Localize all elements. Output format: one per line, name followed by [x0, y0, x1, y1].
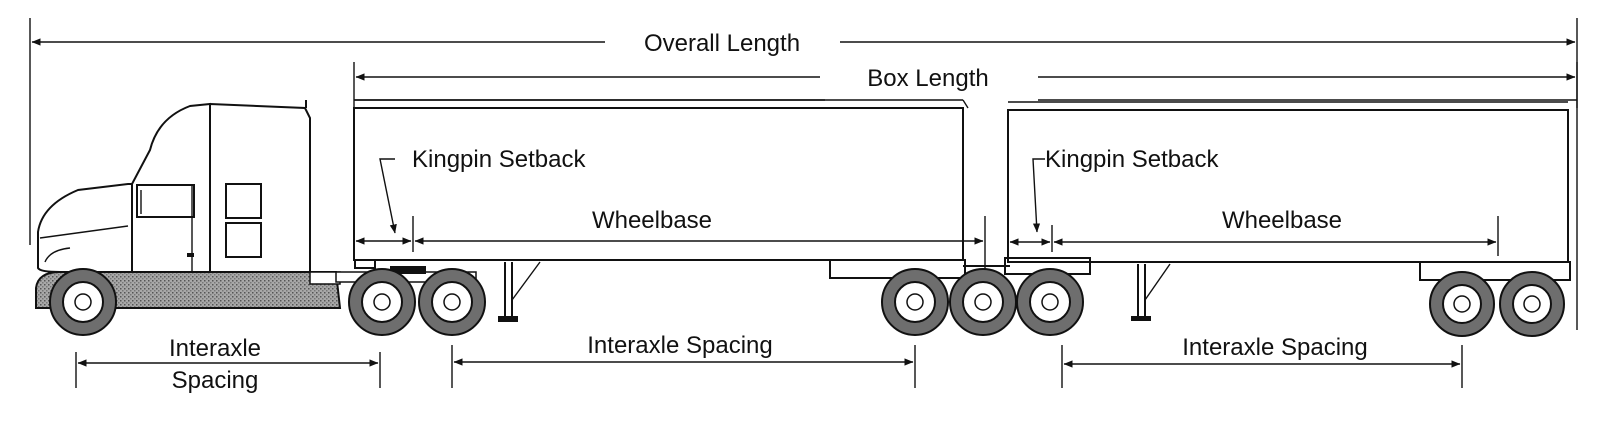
kingpin-setback-2: Kingpin Setback — [1009, 146, 1219, 252]
interaxle-trailer-2: Interaxle Spacing — [1061, 334, 1463, 388]
wheelbase-1-label: Wheelbase — [592, 207, 712, 234]
wheel-trailer1-axle — [881, 268, 949, 336]
wheelbase-2-label: Wheelbase — [1222, 207, 1342, 234]
kingpin-setback-2-label: Kingpin Setback — [1045, 146, 1219, 173]
wheel-drive-2 — [418, 268, 486, 336]
trailer-1 — [353, 99, 1091, 322]
interaxle-trailer-2-label: Interaxle Spacing — [1182, 334, 1367, 361]
overall-length-dimension: Overall Length — [29, 18, 1578, 330]
overall-length-label: Overall Length — [644, 30, 800, 57]
interaxle-trailer-1: Interaxle Spacing — [451, 332, 916, 388]
wheelbase-1: Wheelbase — [414, 207, 986, 270]
interaxle-trailer-1-label: Interaxle Spacing — [587, 332, 772, 359]
kingpin-setback-1: Kingpin Setback — [355, 146, 586, 252]
box-length-dimension: Box Length — [353, 62, 1578, 108]
trailer-2 — [1007, 101, 1571, 321]
interaxle-tractor-label-line2: Spacing — [172, 367, 259, 394]
wheel-drive-1 — [348, 268, 416, 336]
wheel-trailer2-axle-1 — [1429, 271, 1495, 337]
wheel-steer — [49, 268, 117, 336]
wheel-trailer2-axle-2 — [1499, 271, 1565, 337]
box-length-label: Box Length — [867, 65, 988, 92]
kingpin-setback-1-label: Kingpin Setback — [412, 146, 586, 173]
interaxle-tractor: Interaxle Spacing — [75, 335, 381, 394]
wheelbase-2: Wheelbase — [1053, 207, 1499, 256]
interaxle-tractor-label-line1: Interaxle — [169, 335, 261, 362]
wheels — [49, 268, 1565, 337]
wheel-dolly-1 — [949, 268, 1017, 336]
wheel-dolly-2 — [1016, 268, 1084, 336]
